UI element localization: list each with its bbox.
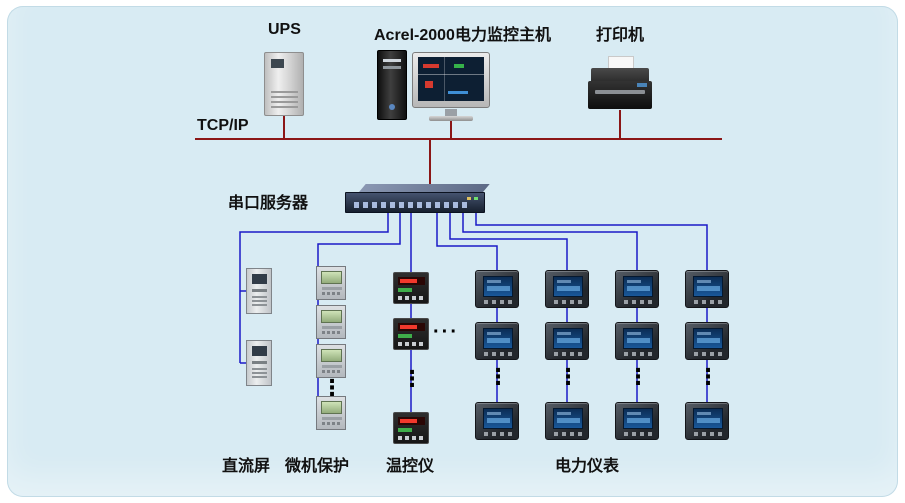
ups-device [264, 52, 304, 116]
power-meter-unit [615, 402, 659, 440]
meter-lcd [483, 408, 513, 429]
serial-server-label: 串口服务器 [228, 195, 309, 212]
horizontal-ellipsis: ··· [433, 321, 459, 343]
temp-led-display [398, 277, 425, 285]
temp-controller-label: 温控仪 [386, 458, 435, 475]
computer-monitor [412, 52, 490, 108]
protection-relay-unit [316, 266, 346, 300]
dc-screen-window [252, 274, 267, 284]
protection-relay-unit [316, 344, 346, 378]
power-meter-unit [545, 322, 589, 360]
meter-lcd [623, 408, 653, 429]
meter-lcd [693, 328, 723, 349]
power-meter-unit [685, 402, 729, 440]
relay-screen [321, 349, 342, 362]
vertical-ellipsis: ⋮ [557, 364, 579, 389]
relay-screen [321, 271, 342, 284]
temp-controller-unit [393, 272, 429, 304]
temp-controller-unit [393, 412, 429, 444]
monitor-screen [418, 57, 484, 101]
server-ports [354, 202, 470, 208]
host-label: Acrel-2000电力监控主机 [374, 27, 551, 44]
temp-led-display [398, 417, 425, 425]
meter-branch-wire-4 [475, 212, 708, 423]
power-meter-unit [615, 322, 659, 360]
ups-display [271, 59, 284, 68]
dc-screen-unit [246, 268, 272, 314]
monitor-stand [445, 109, 457, 116]
meter-lcd [693, 408, 723, 429]
printer-label: 打印机 [596, 27, 645, 44]
vertical-ellipsis: ⋮ [401, 366, 423, 391]
printer-body [588, 81, 652, 109]
power-meter-unit [545, 270, 589, 308]
meter-lcd [693, 276, 723, 297]
ups-label: UPS [268, 21, 301, 38]
power-meter-unit [685, 322, 729, 360]
relay-screen [321, 401, 342, 414]
printer-device [588, 56, 652, 110]
power-meter-unit [615, 270, 659, 308]
meter-branch-wire-2 [449, 212, 568, 423]
vertical-ellipsis: ⋮ [697, 364, 719, 389]
meter-lcd [553, 328, 583, 349]
tcpip-label: TCP/IP [197, 117, 249, 134]
meter-lcd [553, 408, 583, 429]
meter-lcd [483, 328, 513, 349]
protection-relay-unit [316, 305, 346, 339]
serial-server-device [345, 184, 490, 214]
power-meter-unit [475, 402, 519, 440]
power-meter-unit [685, 270, 729, 308]
power-meter-unit [545, 402, 589, 440]
meter-lcd [553, 276, 583, 297]
meter-lcd [483, 276, 513, 297]
printer-top-cover [591, 68, 649, 81]
meter-lcd [623, 276, 653, 297]
meter-branch-wire-1 [436, 212, 498, 423]
server-top-face [359, 184, 490, 192]
meter-lcd [623, 328, 653, 349]
serial-branch-wires [239, 212, 708, 428]
dc-screen-unit [246, 340, 272, 386]
computer-tower [377, 50, 407, 120]
temp-led-display [398, 323, 425, 331]
monitor-base [429, 116, 473, 121]
vertical-ellipsis: ⋮ [321, 375, 343, 400]
server-front-face [345, 192, 485, 213]
protection-relay-unit [316, 396, 346, 430]
power-meter-label: 电力仪表 [555, 458, 620, 475]
dc-screen-window [252, 346, 267, 356]
tcpip-network-wires [195, 110, 722, 185]
protection-label: 微机保护 [285, 458, 350, 475]
vertical-ellipsis: ⋮ [627, 364, 649, 389]
meter-branch-wire-3 [462, 212, 638, 423]
vertical-ellipsis: ⋮ [487, 364, 509, 389]
dc-screen-label: 直流屏 [222, 458, 271, 475]
temp-controller-unit [393, 318, 429, 350]
power-meter-unit [475, 270, 519, 308]
relay-screen [321, 310, 342, 323]
dc-screen-branch-wire [239, 212, 389, 363]
power-meter-unit [475, 322, 519, 360]
